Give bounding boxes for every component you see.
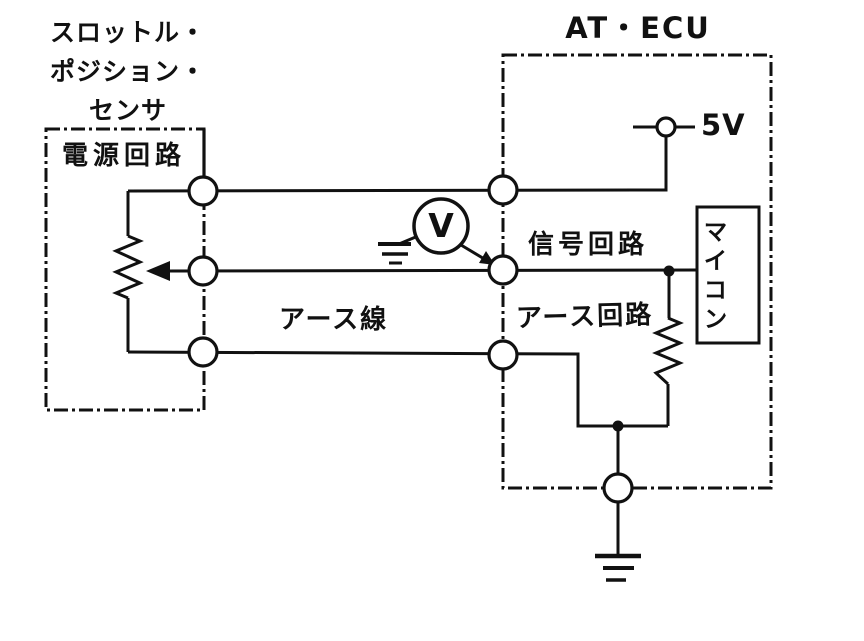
voltmeter-probe-line (460, 243, 487, 262)
micom-box (695, 205, 761, 345)
junction-dot-ground (612, 420, 624, 432)
sensor-title-line2: ポジション・ (49, 57, 206, 86)
signal-circuit-label: 信号回路 (528, 230, 649, 260)
sensor-title-line1: スロットル・ (49, 18, 206, 47)
micom-label: マイコン (699, 219, 727, 335)
terminal-5v (655, 116, 677, 138)
power-wire (127, 127, 668, 193)
voltmeter-label: V (428, 206, 454, 245)
ground-circuit-label: アース回路 (515, 300, 654, 334)
signal-wire (161, 268, 698, 273)
voltmeter-circle (412, 197, 470, 255)
terminal-ecu-ground (487, 339, 519, 371)
ecu-internal-resistor (652, 316, 684, 386)
ground-wire-label: アース線 (279, 305, 389, 335)
terminal-ecu-chassis-ground (602, 472, 634, 504)
wiper-arrowhead (146, 261, 170, 281)
terminal-ecu-signal (487, 254, 519, 286)
sensor-title: スロットル・ ポジション・ センサ (36, 13, 220, 130)
sensor-box-outline (44, 127, 206, 412)
terminal-sensor-ground (187, 336, 219, 368)
power-circuit-label: 電源回路 (62, 141, 187, 171)
terminal-sensor-power (187, 175, 219, 207)
terminal-sensor-signal (187, 255, 219, 287)
chassis-ground-symbol (595, 553, 641, 582)
junction-dot-signal (663, 265, 675, 277)
sensor-title-line3: センサ (88, 96, 167, 125)
voltmeter-ground-symbol (378, 242, 411, 265)
supply-5v-label: 5V (701, 108, 746, 142)
ecu-title: AT・ECU (565, 11, 711, 45)
terminal-ecu-power (487, 174, 519, 206)
potentiometer-resistor (112, 234, 144, 300)
